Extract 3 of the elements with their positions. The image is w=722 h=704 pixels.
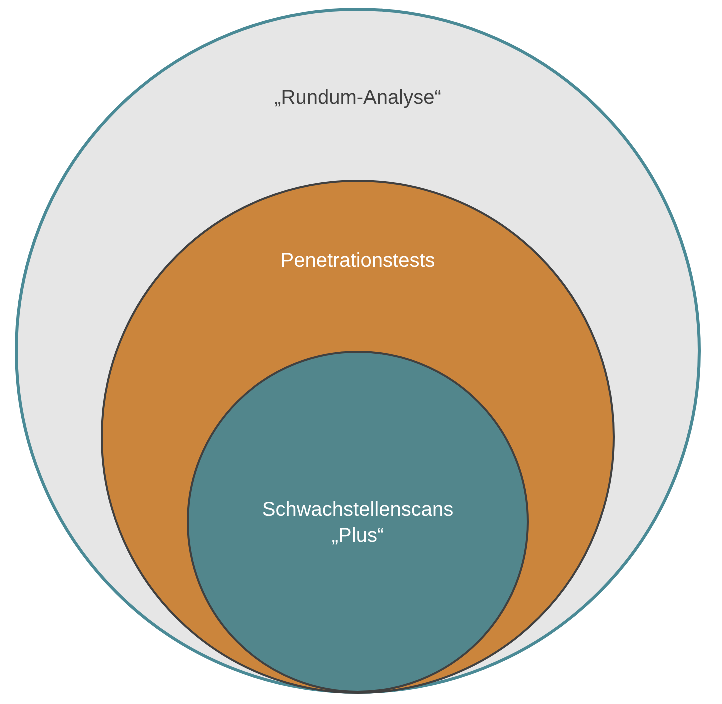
circle-label: „Rundum-Analyse“ — [274, 86, 442, 111]
circle-label: Schwachstellenscans „Plus“ — [261, 498, 455, 549]
circle-label: Penetrationstests — [280, 249, 436, 274]
